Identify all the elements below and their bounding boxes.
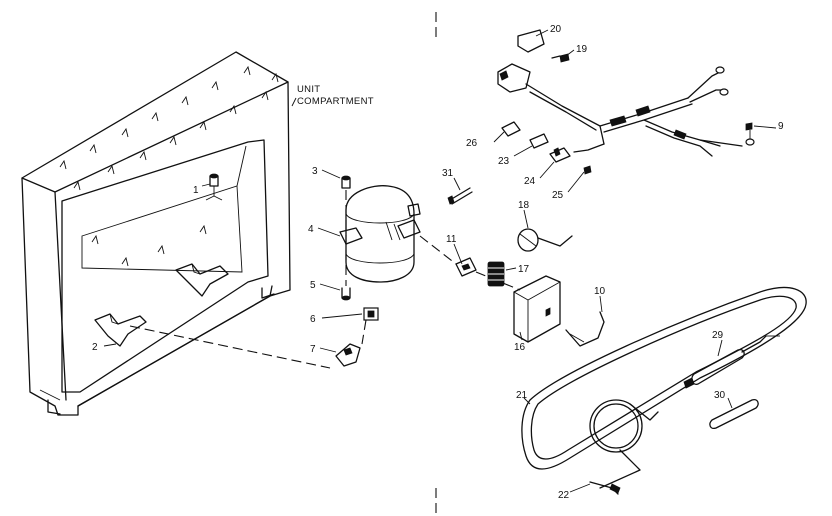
label-9: 9 [778, 121, 784, 132]
label-6: 6 [310, 314, 316, 325]
label-21: 21 [516, 390, 528, 401]
label-23: 23 [498, 156, 510, 167]
label-2: 2 [92, 342, 98, 353]
label-17: 17 [518, 264, 530, 275]
label-26: 26 [466, 138, 478, 149]
label-5: 5 [310, 280, 316, 291]
caption-unit: UNIT [297, 84, 320, 95]
label-30: 30 [714, 390, 726, 401]
label-3: 3 [312, 166, 318, 177]
label-16: 16 [514, 342, 526, 353]
label-4: 4 [308, 224, 314, 235]
capacitor-part-18 [517, 228, 573, 252]
label-11: 11 [446, 234, 457, 245]
grommet-part-3 [341, 175, 351, 189]
drier-part-29 [683, 335, 780, 389]
label-31: 31 [442, 168, 454, 179]
wiring-harness [497, 29, 755, 175]
grommet-part-5 [341, 287, 351, 301]
washer-part-6 [363, 307, 379, 321]
label-20: 20 [550, 24, 562, 35]
part-number-labels: 1 2 3 4 5 6 7 9 10 11 16 17 18 19 20 21 … [92, 24, 784, 501]
label-1: 1 [193, 185, 199, 196]
label-24: 24 [524, 176, 536, 187]
relay-cover-part-16 [513, 275, 561, 343]
label-10: 10 [594, 286, 606, 297]
heat-exchanger-part-21 [521, 286, 807, 495]
tube-part-30 [709, 398, 759, 430]
compressor [339, 185, 421, 283]
callout-leaders [103, 29, 777, 493]
relay-clip-part-11 [455, 257, 477, 277]
clip-part-7 [335, 343, 361, 367]
label-7: 7 [310, 344, 316, 355]
label-25: 25 [552, 190, 564, 201]
tube-part-31 [447, 187, 473, 205]
wire-part-10 [565, 311, 605, 347]
label-22: 22 [558, 490, 570, 501]
label-29: 29 [712, 330, 724, 341]
label-19: 19 [576, 44, 588, 55]
overload-part-17 [487, 261, 505, 287]
label-18: 18 [518, 200, 530, 211]
unit-compartment-cabinet [21, 51, 291, 416]
caption-compartment: COMPARTMENT [297, 96, 374, 107]
